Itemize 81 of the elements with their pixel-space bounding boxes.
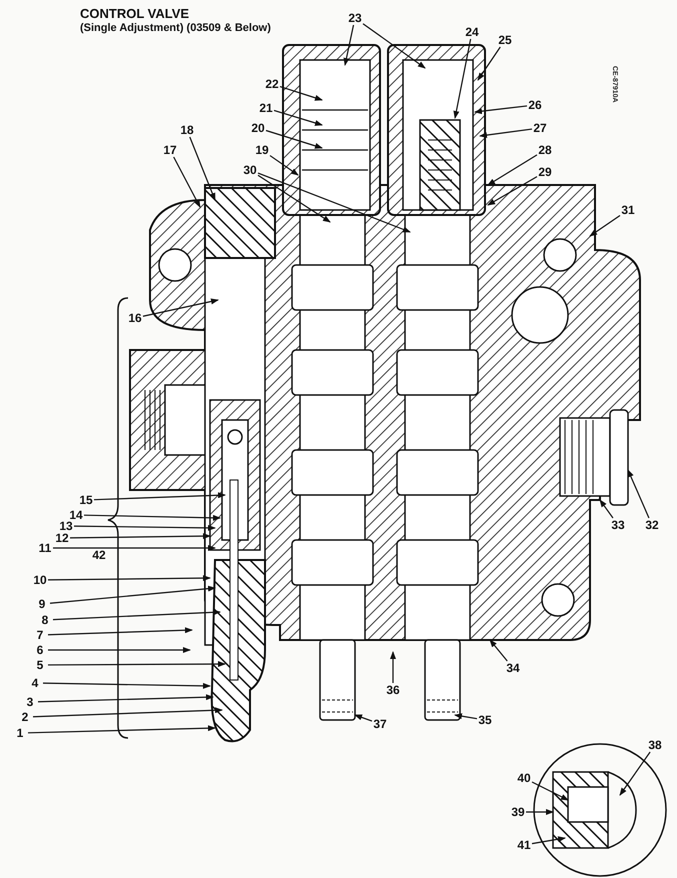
leader-line (362, 23, 426, 69)
leader-line (270, 155, 299, 176)
leader-line (487, 154, 538, 186)
leader-line (599, 499, 614, 518)
callout-number: 28 (537, 143, 553, 157)
leader-line (589, 214, 620, 237)
callout-number: 26 (527, 98, 543, 112)
callout-number: 39 (510, 805, 526, 819)
callout-number: 40 (516, 771, 532, 785)
callout-number: 18 (179, 123, 195, 137)
callout-number: 21 (258, 101, 274, 115)
callout-number: 29 (537, 165, 553, 179)
leader-line (258, 174, 331, 223)
callout-number: 14 (68, 508, 84, 522)
leader-line (479, 128, 532, 138)
leader-line (70, 533, 211, 540)
leader-line (189, 136, 216, 201)
callout-number: 36 (385, 683, 401, 697)
callout-number: 32 (644, 518, 660, 532)
callout-number: 11 (37, 541, 53, 555)
leader-line (474, 105, 528, 114)
leader-line (274, 110, 323, 126)
leader-line (48, 647, 191, 653)
leader-line (32, 707, 223, 718)
leader-line (354, 714, 372, 722)
callout-number: 27 (532, 121, 548, 135)
leader-line (94, 492, 226, 500)
callout-number: 13 (58, 519, 74, 533)
callout-number: 3 (22, 695, 38, 709)
leader-line (489, 639, 508, 662)
leader-line (48, 627, 193, 636)
leader-line (48, 661, 226, 668)
callout-number: 1 (12, 726, 28, 740)
callout-number: 6 (32, 643, 48, 657)
callout-number: 2 (17, 710, 33, 724)
callout-number: 41 (516, 838, 532, 852)
leader-line (50, 586, 216, 604)
leader-line (173, 156, 201, 208)
leader-line (48, 575, 211, 582)
callout-number: 23 (347, 11, 363, 25)
leader-line (344, 24, 354, 66)
leader-line (390, 651, 396, 683)
leader-line (258, 172, 411, 233)
leader-line (487, 176, 538, 206)
callout-number: 31 (620, 203, 636, 217)
leader-line (84, 514, 221, 521)
assembly-callout-number: 42 (91, 548, 107, 562)
callout-number: 4 (27, 676, 43, 690)
leader-line (42, 682, 211, 689)
subtitle: (Single Adjustment) (03509 & Below) (80, 22, 271, 34)
callout-number: 38 (647, 738, 663, 752)
callout-number: 10 (32, 573, 48, 587)
callout-number: 7 (32, 628, 48, 642)
leader-line (38, 694, 214, 702)
callout-number: 16 (127, 311, 143, 325)
callout-number: 24 (464, 25, 480, 39)
title: CONTROL VALVE (80, 6, 190, 21)
callout-number: 33 (610, 518, 626, 532)
callout-number: 8 (37, 613, 53, 627)
callout-number: 17 (162, 143, 178, 157)
callout-number: 34 (505, 661, 521, 675)
leader-line (53, 545, 216, 551)
callout-number: 12 (54, 531, 70, 545)
callout-number: 30 (242, 163, 258, 177)
leader-line (28, 725, 216, 734)
callout-number: 9 (34, 597, 50, 611)
leader-line (454, 713, 478, 720)
callout-number: 25 (497, 33, 513, 47)
leader-line (74, 524, 216, 531)
leader-line (532, 836, 566, 844)
leader-line (477, 46, 501, 81)
leader-line (52, 609, 221, 620)
leader-line (266, 130, 323, 149)
callout-number: 22 (264, 77, 280, 91)
callout-number: 19 (254, 143, 270, 157)
callout-number: 15 (78, 493, 94, 507)
callout-number: 5 (32, 658, 48, 672)
callout-number: 35 (477, 713, 493, 727)
callout-number: 37 (372, 717, 388, 731)
callout-number: 20 (250, 121, 266, 135)
leader-line (627, 469, 650, 518)
